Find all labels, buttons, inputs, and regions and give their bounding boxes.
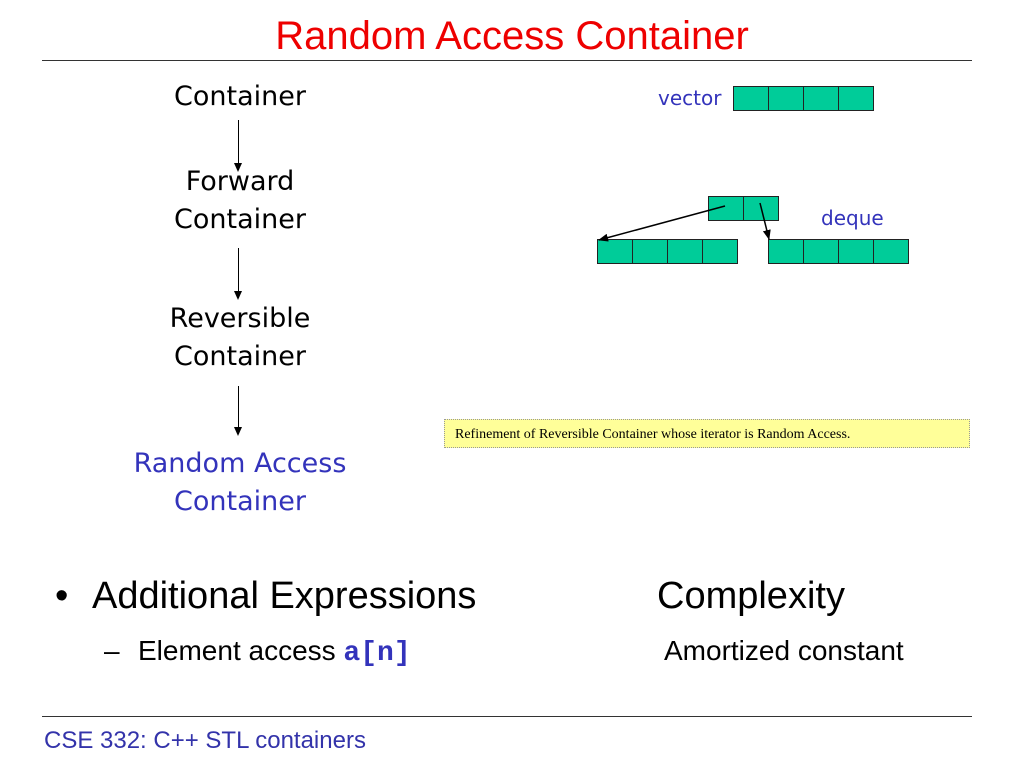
deque-block-cell [667, 239, 703, 264]
vector-cell [838, 86, 874, 111]
arrow-down-icon [234, 120, 242, 172]
hierarchy-label: Random Access [133, 448, 347, 479]
hierarchy-label: Reversible [169, 303, 311, 334]
deque-block-cell [873, 239, 909, 264]
deque-block-cell [597, 239, 633, 264]
hierarchy-label: Container [174, 341, 306, 372]
bullet-dot: • [55, 575, 69, 617]
hierarchy-reversible-container: Reversible Container [90, 300, 390, 376]
hierarchy-container: Container [90, 78, 390, 116]
vector-cell [803, 86, 839, 111]
deque-index-cell [708, 196, 744, 221]
hierarchy-label: Forward [185, 166, 295, 197]
hierarchy-label: Container [174, 81, 306, 112]
footer-text: CSE 332: C++ STL containers [44, 727, 366, 754]
deque-block-cell [632, 239, 668, 264]
element-access-label: Element access [138, 635, 344, 666]
vector-cell [768, 86, 804, 111]
bullet-additional-expressions: Additional Expressions [92, 575, 477, 617]
sub-bullet-element-access: Element access a[n] [138, 635, 411, 669]
hierarchy-label: Container [174, 486, 306, 517]
definition-note: Refinement of Reversible Container whose… [444, 419, 970, 448]
title-divider [42, 60, 972, 61]
deque-block-right [768, 239, 909, 264]
sub-bullet-complexity: Amortized constant [664, 635, 904, 666]
arrow-down-icon [234, 386, 242, 436]
sub-bullet-dash: – [104, 635, 120, 666]
vector-cells [733, 86, 874, 111]
deque-label: deque [821, 206, 884, 230]
hierarchy-random-access-container: Random Access Container [90, 445, 390, 521]
deque-block-cell [702, 239, 738, 264]
vector-label: vector [658, 86, 722, 110]
hierarchy-forward-container: Forward Container [90, 163, 390, 239]
arrow-down-icon [234, 248, 242, 300]
slide-title: Random Access Container [275, 14, 749, 58]
code-expression: a[n] [343, 638, 411, 669]
deque-block-left [597, 239, 738, 264]
hierarchy-label: Container [174, 204, 306, 235]
footer-divider [42, 716, 972, 717]
vector-cell [733, 86, 769, 111]
pointer-arrow-left [598, 205, 726, 242]
deque-block-cell [838, 239, 874, 264]
bullet-complexity: Complexity [657, 575, 845, 617]
pointer-arrow-right [759, 202, 771, 240]
